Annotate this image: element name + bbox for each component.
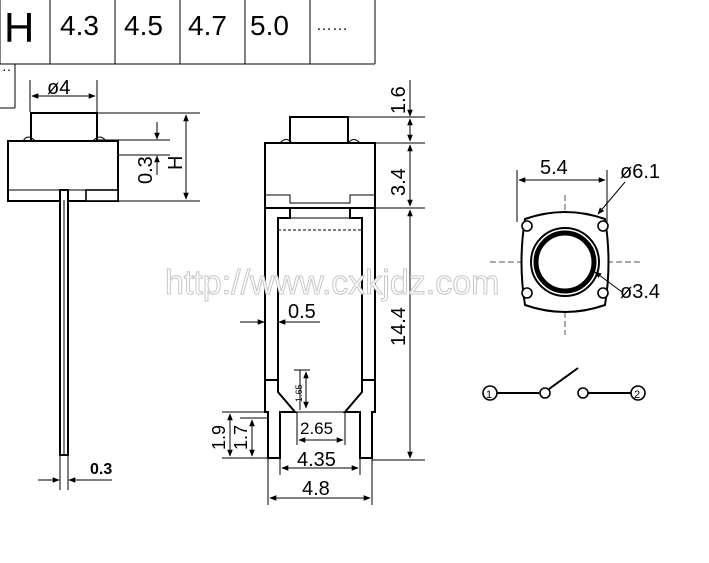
top-width-dim: 5.4 bbox=[540, 157, 568, 179]
front-1-9-dim: 1.9 bbox=[209, 425, 229, 450]
front-body-dim: 3.4 bbox=[388, 168, 410, 196]
front-view: 0.5 1.65 2.65 4.35 4.8 1.9 1.7 bbox=[209, 80, 425, 505]
side-height-label: H bbox=[165, 156, 187, 170]
switch-schematic: 1 2 bbox=[482, 367, 646, 401]
table-value-1: 4.3 bbox=[60, 10, 99, 41]
front-pin-length-dim: 14.4 bbox=[388, 307, 410, 346]
schematic-pin-2: 2 bbox=[634, 389, 640, 401]
schematic-pin-1: 1 bbox=[486, 389, 492, 401]
table-label-h: H bbox=[4, 4, 34, 51]
table-value-2: 4.5 bbox=[124, 10, 163, 41]
front-1-7-dim: 1.7 bbox=[231, 425, 251, 450]
front-top-dim: 1.6 bbox=[388, 86, 410, 114]
front-1-65-dim: 1.65 bbox=[294, 384, 304, 402]
front-2-65-dim: 2.65 bbox=[300, 419, 333, 438]
table-continuation: ·· bbox=[2, 61, 11, 77]
watermark-text: http://www.cxkjdz.com bbox=[165, 264, 499, 302]
table-value-4: 5.0 bbox=[250, 10, 289, 41]
table-value-3: 4.7 bbox=[188, 10, 227, 41]
side-view: ø4 0.3 H 0.3 bbox=[7, 77, 200, 490]
top-inner-dia-dim: ø3.4 bbox=[620, 281, 660, 303]
side-diameter-label: ø4 bbox=[47, 77, 70, 99]
front-4-35-dim: 4.35 bbox=[297, 449, 336, 471]
side-lead-dim: 0.3 bbox=[90, 461, 112, 478]
front-pin-width-dim: 0.5 bbox=[288, 301, 316, 323]
table-value-5: …… bbox=[316, 17, 348, 34]
height-options-table: H 4.3 4.5 4.7 5.0 …… ·· bbox=[0, 0, 376, 109]
top-outer-dia-dim: ø6.1 bbox=[620, 161, 660, 183]
top-view: 5.4 ø6.1 ø3.4 bbox=[490, 157, 660, 335]
front-4-8-dim: 4.8 bbox=[302, 478, 330, 500]
side-small-dim: 0.3 bbox=[135, 156, 157, 184]
